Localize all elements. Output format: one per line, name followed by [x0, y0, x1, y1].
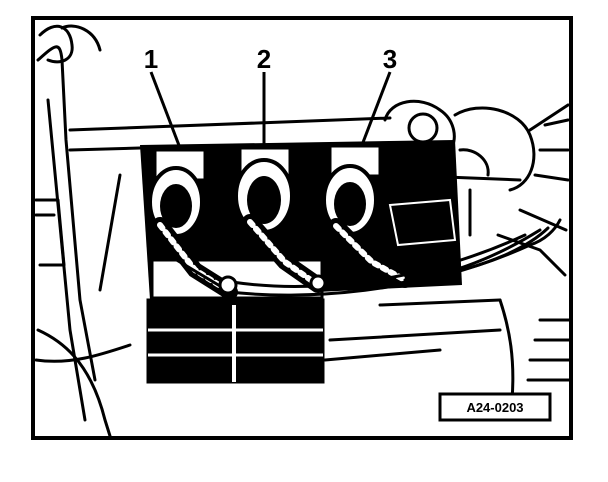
callout-number-2: 2	[257, 44, 271, 74]
reference-code-box: A24-0203	[438, 392, 552, 422]
reference-code: A24-0203	[466, 400, 523, 415]
engine-linework	[34, 24, 572, 438]
connector-2	[234, 158, 326, 293]
wire-harness	[158, 218, 562, 297]
leader-line-1	[149, 71, 182, 149]
callout-number-3: 3	[383, 44, 397, 74]
connector-3	[322, 164, 413, 288]
mounting-bracket	[146, 258, 325, 384]
callout-leaders	[149, 71, 392, 149]
leader-line-3	[360, 71, 392, 146]
callout-number-1: 1	[144, 44, 158, 74]
